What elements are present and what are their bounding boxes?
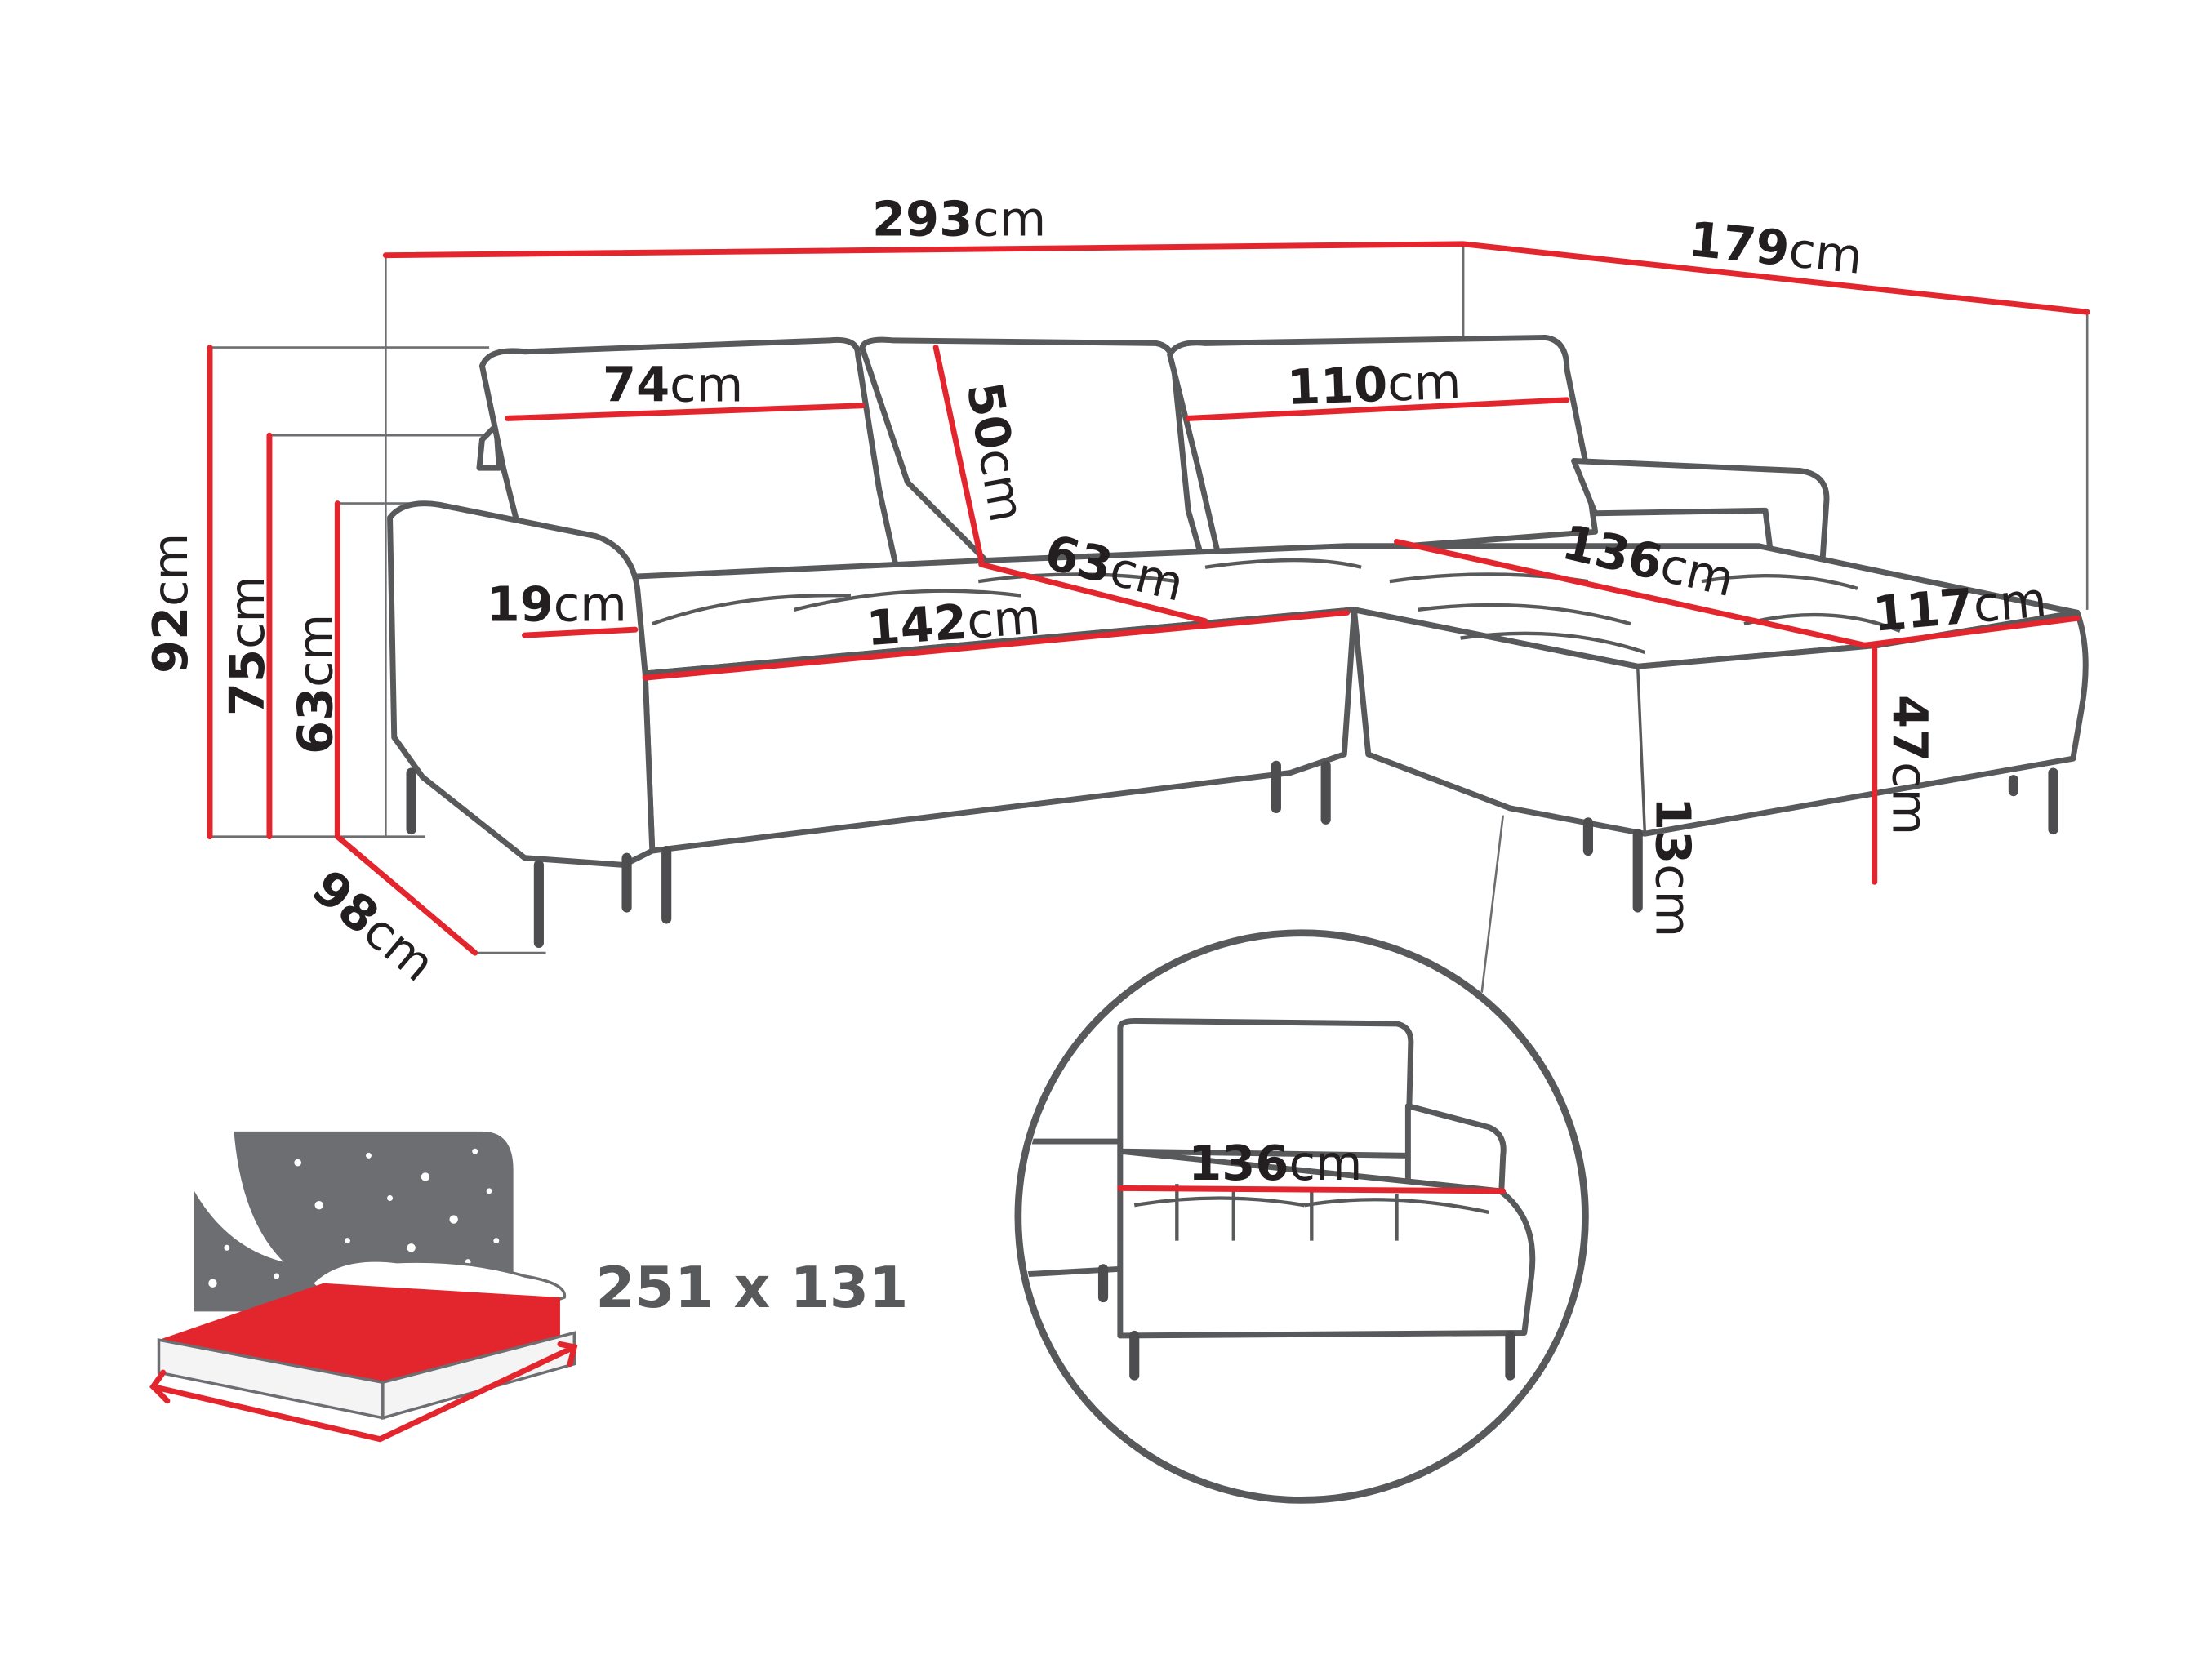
label-right-cushion-width: 110cm [1286, 354, 1462, 416]
label-chaise-depth: 179cm [1686, 211, 1865, 285]
label-armrest-height: 63cm [287, 614, 343, 754]
chaise-detail-inset: 136cm [1014, 929, 1589, 1504]
label-sofa-depth: 98cm [302, 859, 446, 992]
label-inset-chaise-length: 136cm [1188, 1135, 1362, 1191]
sleeping-area-size: 251 x 131 [595, 1256, 908, 1321]
seat-tufting [652, 558, 1901, 654]
star-icons [208, 1148, 500, 1288]
label-total-height: 92cm [142, 533, 198, 674]
dimension-lines [207, 241, 2090, 956]
sofa-drawing [387, 334, 2089, 949]
extension-lines [210, 243, 2089, 993]
label-height-75: 75cm [219, 576, 275, 716]
bed-icon: 251 x 131 [149, 1131, 908, 1443]
label-total-width: 293cm [872, 190, 1046, 247]
sofa-legs [406, 760, 2058, 949]
dimension-labels: 293cm 179cm 92cm 75cm 63cm 74cm 50cm 110… [142, 190, 2049, 992]
label-seat-width: 142cm [865, 589, 1042, 657]
label-leg-height: 13cm [1645, 797, 1701, 937]
label-seat-height: 47cm [1881, 695, 1938, 835]
label-left-cushion-width: 74cm [603, 357, 743, 413]
label-armrest-width: 19cm [487, 576, 627, 633]
label-chaise-width: 117cm [1871, 572, 2049, 643]
label-cushion-height: 50cm [956, 378, 1036, 526]
